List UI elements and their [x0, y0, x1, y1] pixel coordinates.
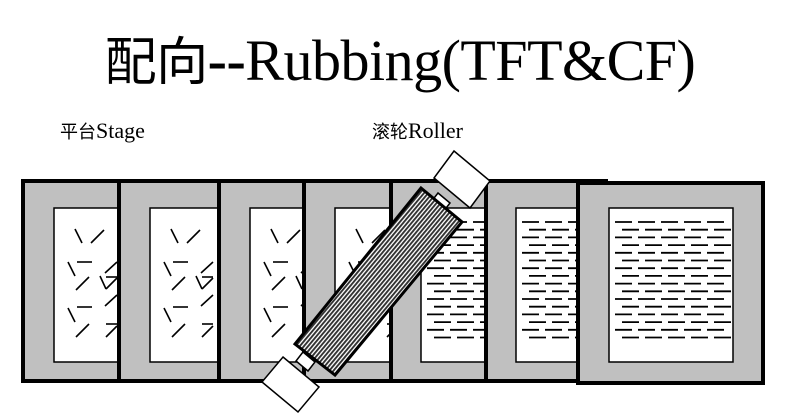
roller-label: 滚轮Roller [372, 118, 463, 146]
roller-bottom-bearing [260, 355, 321, 414]
stage-7 [576, 181, 765, 385]
roller-body [292, 185, 465, 378]
roller [260, 149, 492, 414]
title-chinese: 配向 [104, 33, 209, 93]
page-title: 配向--Rubbing(TFT&CF) [0, 26, 800, 98]
title-english: Rubbing(TFT&CF) [245, 28, 696, 93]
title-separator: -- [207, 28, 246, 93]
stage-label-english: Stage [96, 118, 145, 143]
stage-label: 平台Stage [60, 118, 145, 146]
roller-label-english: Roller [408, 118, 463, 143]
stage-label-chinese: 平台 [60, 122, 96, 143]
roller-label-chinese: 滚轮 [372, 122, 408, 143]
roller-top-bearing [432, 149, 492, 210]
roller-bottom-axle [294, 350, 317, 373]
